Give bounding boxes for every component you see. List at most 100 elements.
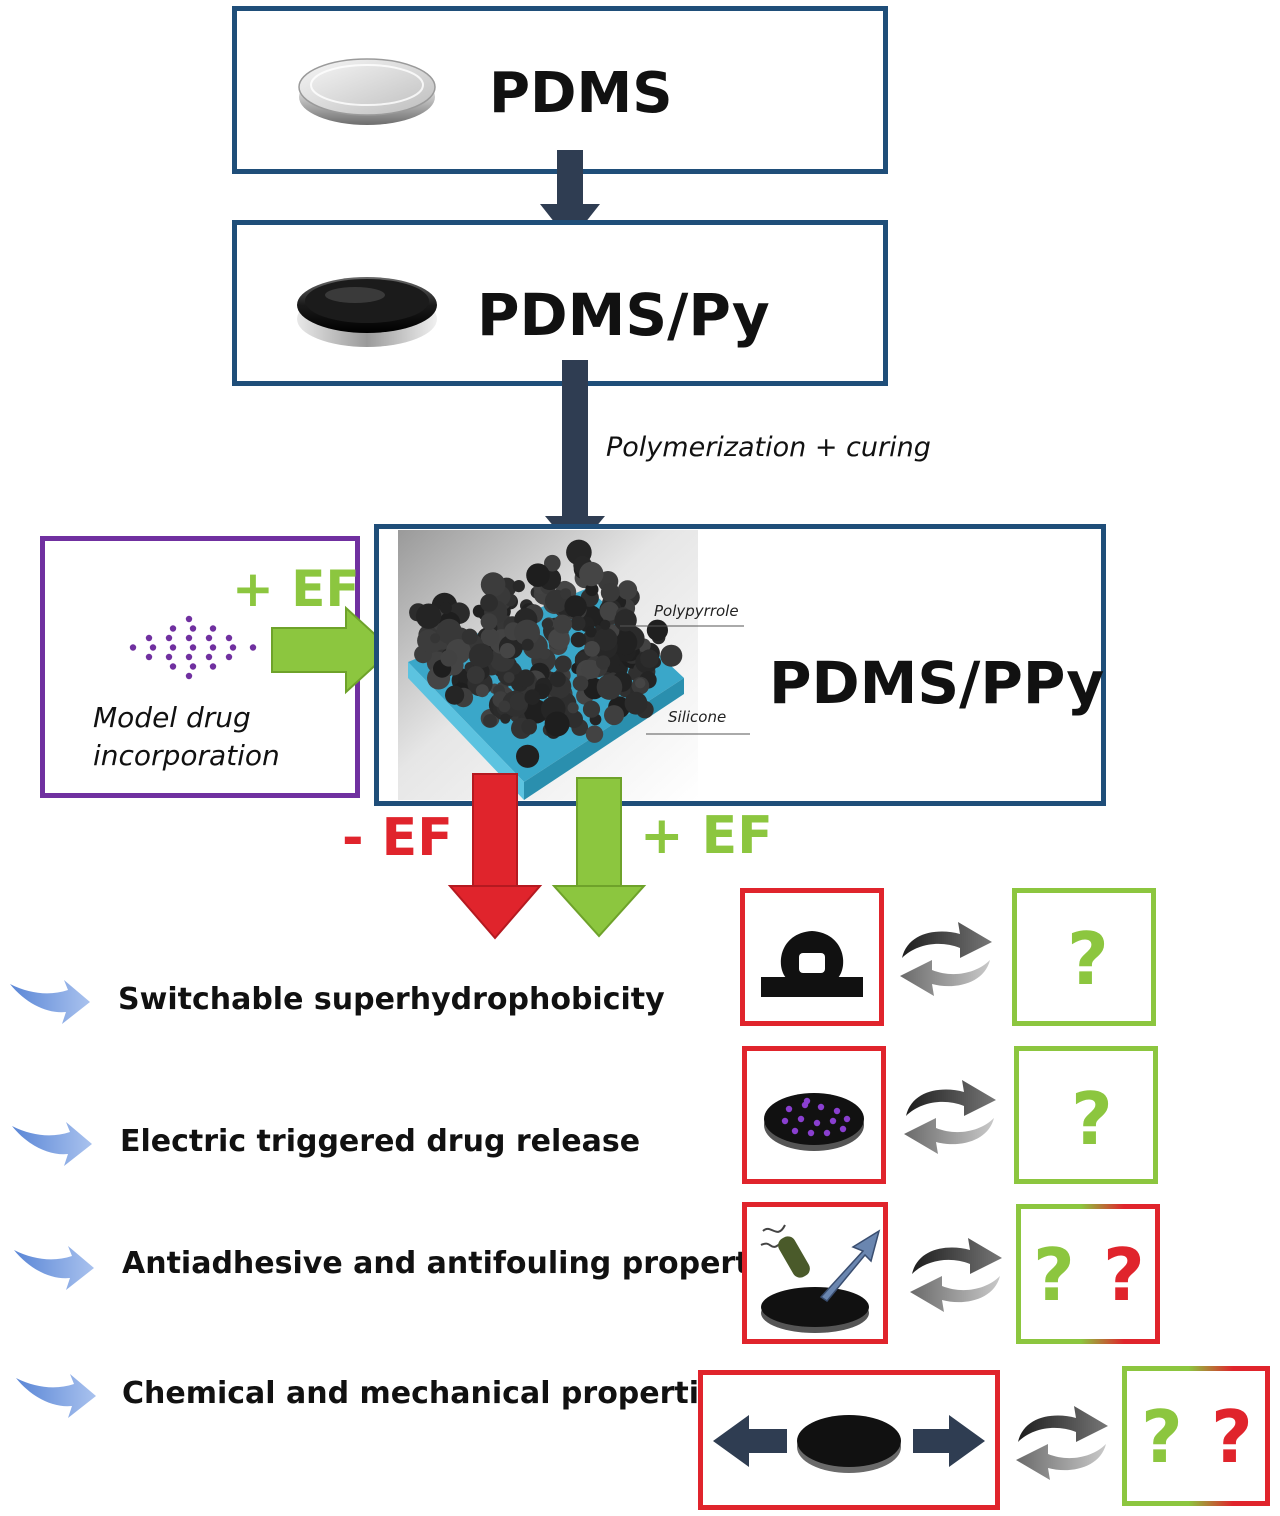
outcome-box-4: ? ? xyxy=(1122,1366,1270,1506)
drug-particle xyxy=(209,625,217,632)
ppy-grain xyxy=(646,619,668,641)
question-mark-3a: ? xyxy=(1033,1233,1075,1317)
ppy-grain xyxy=(516,669,535,688)
ppy-grain xyxy=(544,711,570,737)
property-icon-box-4 xyxy=(698,1370,1000,1510)
ppy-grain xyxy=(480,627,499,647)
drug-particle xyxy=(145,653,153,661)
ef-plus-label: + EF xyxy=(640,806,773,866)
question-mark-3b: ? xyxy=(1103,1233,1145,1317)
ppy-grain xyxy=(553,614,573,634)
drug-particle xyxy=(165,634,173,642)
pdms-py-box: PDMS/Py xyxy=(232,220,888,386)
drug-ef-arrow xyxy=(271,605,394,695)
ppy-grain xyxy=(600,619,611,630)
ppy-grain xyxy=(430,633,441,644)
ppy-grain xyxy=(570,615,586,631)
switch-arrows-icon xyxy=(910,1238,1002,1312)
ppy-grain xyxy=(584,641,600,657)
ppy-grain xyxy=(614,609,637,632)
ppy-grain xyxy=(440,649,458,667)
ppy-grain xyxy=(415,603,442,629)
drug-particle xyxy=(209,644,217,651)
ppy-grain xyxy=(439,602,452,614)
drug-label-line1: Model drug xyxy=(93,701,251,734)
drug-particle xyxy=(209,663,217,670)
drug-dot xyxy=(829,1117,837,1125)
ppy-grain xyxy=(516,744,540,768)
drug-particle xyxy=(169,625,177,632)
bacteria-on-disc-icon xyxy=(760,1224,881,1333)
ppy-grain xyxy=(611,629,638,656)
process-label: Polymerization + curing xyxy=(606,432,931,463)
ppy-grain xyxy=(475,684,489,698)
stage-title-pdms: PDMS xyxy=(489,61,673,126)
ppy-grain xyxy=(585,725,604,743)
ppy-grain xyxy=(461,628,478,645)
property-label-4: Chemical and mechanical properties xyxy=(122,1376,738,1411)
ppy-grain xyxy=(640,649,659,668)
ppy-grain xyxy=(585,626,597,638)
dark-disc-icon xyxy=(297,277,437,347)
ppy-grain xyxy=(596,655,611,670)
ppy-grain xyxy=(480,613,498,630)
question-mark-4a: ? xyxy=(1141,1395,1183,1479)
drug-particle xyxy=(145,634,153,642)
drug-dot xyxy=(839,1125,847,1133)
drug-particle xyxy=(189,644,197,651)
ppy-grain xyxy=(660,644,683,667)
stage-title-pdms-py: PDMS/Py xyxy=(477,281,770,349)
drug-dot xyxy=(803,1097,811,1105)
water-droplet-icon xyxy=(761,931,863,997)
drug-particle xyxy=(189,625,197,632)
ppy-grain xyxy=(521,638,534,651)
ppy-grain xyxy=(599,601,619,621)
drug-particle xyxy=(185,615,193,623)
drug-particle xyxy=(229,644,237,651)
drug-dot xyxy=(817,1103,825,1111)
polypyrrole-layer xyxy=(409,539,683,768)
drug-particle xyxy=(149,644,157,651)
ppy-grain xyxy=(548,628,570,650)
bullet-arrow-icon xyxy=(12,1122,92,1166)
ppy-grain xyxy=(582,700,601,718)
ppy-grain xyxy=(585,582,599,597)
bullet-arrow-icon xyxy=(16,1374,96,1418)
property-icon-box-1 xyxy=(740,888,884,1026)
ppy-grain xyxy=(541,618,554,630)
ppy-grain xyxy=(514,619,540,646)
ppy-grain xyxy=(594,627,618,651)
drug-particle xyxy=(205,653,213,661)
bullet-arrow-icon xyxy=(10,980,90,1024)
ppy-surface-render: Polypyrrole Silicone xyxy=(398,530,750,800)
drug-dot xyxy=(807,1129,815,1137)
ppy-grain xyxy=(526,563,550,587)
property-icon-box-3 xyxy=(742,1202,888,1344)
property-label-2: Electric triggered drug release xyxy=(120,1124,641,1159)
outcome-box-1: ? xyxy=(1012,888,1156,1026)
ppy-grain xyxy=(581,659,601,679)
ppy-grain xyxy=(503,672,515,683)
drug-dot xyxy=(843,1115,851,1123)
stretched-disc-icon xyxy=(713,1415,985,1473)
stage-title-pdms-ppy: PDMS/PPy xyxy=(769,649,1105,717)
ppy-grain xyxy=(624,691,648,715)
drug-particles-icon xyxy=(129,615,257,680)
drug-dot xyxy=(797,1115,805,1123)
drug-dot xyxy=(791,1127,799,1135)
property-label-1: Switchable superhydrophobicity xyxy=(118,982,665,1017)
drug-dot xyxy=(781,1117,789,1125)
drug-particle xyxy=(189,663,197,670)
ppy-grain xyxy=(498,700,511,713)
drug-label-line2: incorporation xyxy=(93,739,280,772)
ppy-grain xyxy=(445,685,465,705)
drug-dot xyxy=(823,1129,831,1137)
drug-particle xyxy=(129,644,137,651)
question-mark-4b: ? xyxy=(1211,1395,1253,1479)
bullet-arrow-icon xyxy=(14,1246,94,1290)
ppy-grain xyxy=(564,595,587,618)
question-mark-2: ? xyxy=(1071,1077,1113,1161)
ppy-grain xyxy=(635,678,646,689)
ppy-grain xyxy=(521,719,537,735)
ppy-grain xyxy=(499,643,516,659)
